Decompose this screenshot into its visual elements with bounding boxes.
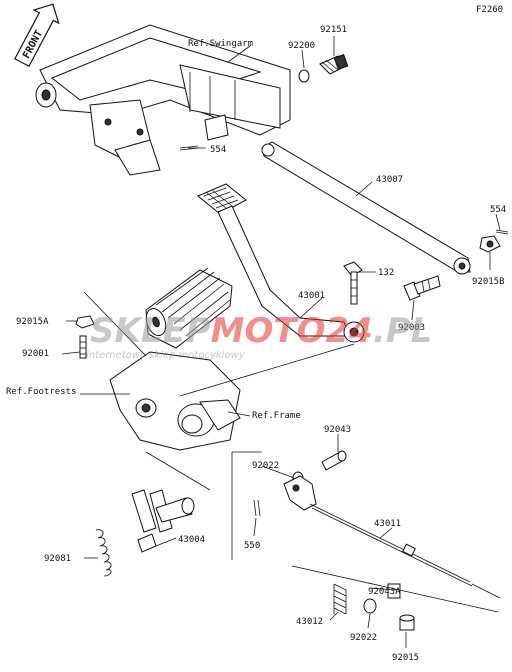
bolt-92001-drawing [79,335,87,359]
part-92081-label: 92081 [44,554,71,564]
collar-92043A-drawing [387,583,401,599]
svg-text:SKLEPMOTO24.PL: SKLEPMOTO24.PL [90,311,432,351]
part-43012-label: 43012 [296,617,323,627]
brake-arm-43004-drawing [131,489,195,553]
part-92001-label: 92001 [22,349,49,359]
nut-92015B-drawing [479,235,501,253]
washer-92200-drawing [298,69,310,83]
part-43001-label: 43001 [298,291,325,301]
footrest-bracket-drawing [109,351,241,451]
watermark-brand-a: SKLEP [90,311,211,351]
swingarm-drawing [35,24,291,176]
bolt-132-drawing [343,261,363,305]
figure-code: F2260 [476,5,503,15]
part-43004-label: 43004 [178,535,205,545]
part-92022-top-label: 92022 [252,461,279,471]
watermark-tagline: internetowy sklep motocyklowy [86,350,246,361]
leader-lines [61,36,501,648]
part-550-label: 550 [244,541,260,551]
cotter-pin-550-drawing [253,499,261,517]
footpeg-rubber-drawing [145,267,233,349]
bolt-92151-drawing [319,54,349,75]
part-92022-bottom-label: 92022 [350,633,377,643]
part-92015A-label: 92015A [16,317,49,327]
part-92043A-label: 92043A [368,587,401,597]
part-92151-label: 92151 [320,25,347,35]
part-43007-label: 43007 [376,175,403,185]
brake-rod-43007-drawing [261,141,471,275]
watermark-brand-c: .PL [373,311,433,351]
collar-92015-drawing [399,614,415,631]
nut-92015A-drawing [75,315,95,329]
ref-frame-label: Ref.Frame [252,411,301,421]
clevis-and-cable-43011-drawing [283,475,501,599]
part-92200-label: 92200 [288,41,315,51]
front-arrow-icon: FRONT [14,3,60,68]
pin-92043-drawing [321,450,347,471]
part-92043-label: 92043 [324,425,351,435]
washer-92022-bottom-drawing [363,598,377,614]
watermark-logo: SKLEPMOTO24.PL internetowy sklep motocyk… [86,311,432,361]
watermark-brand-b: MOTO24 [211,311,373,351]
part-132-label: 132 [378,268,394,278]
part-92015B-label: 92015B [472,277,505,287]
part-92015-label: 92015 [392,653,419,663]
spring-92081-drawing [95,529,112,577]
bolt-92003-drawing [403,275,441,301]
cotter-pin-554-right-drawing [495,229,509,235]
ref-swingarm-label: Ref.Swingarm [188,39,253,49]
ref-footrests-label: Ref.Footrests [6,387,76,397]
brake-pedal-43001-drawing [197,183,365,343]
part-554-top-label: 554 [210,145,226,155]
part-92003-label: 92003 [398,323,425,333]
part-43011-label: 43011 [374,519,401,529]
part-554-right-label: 554 [490,205,506,215]
spring-43012-drawing [333,583,347,615]
